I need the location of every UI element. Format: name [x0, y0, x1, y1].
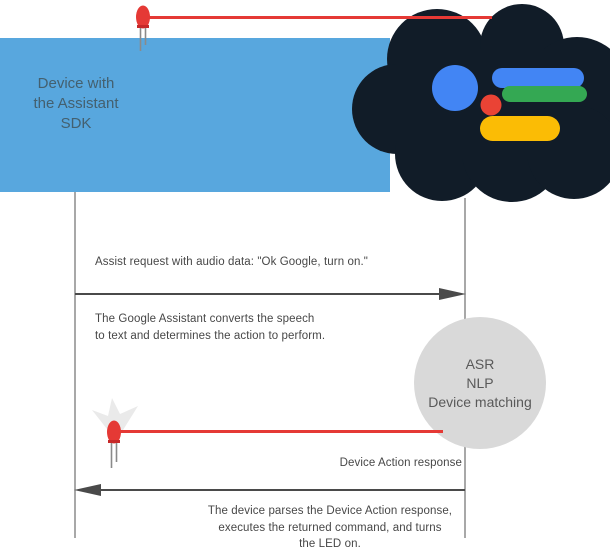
led-glow-icon	[92, 398, 138, 438]
response-arrowhead-icon	[74, 484, 101, 496]
led-wire-bottom	[118, 430, 443, 433]
processing-note: The Google Assistant converts the speech…	[95, 313, 326, 342]
caption: The device parses the Device Action resp…	[207, 505, 453, 550]
google-assistant-cloud-icon	[352, 4, 610, 202]
google-assistant-logo-icon	[432, 65, 587, 141]
device-box	[0, 38, 390, 192]
led-glowing-icon	[107, 420, 121, 468]
device-lifeline	[74, 192, 76, 538]
processing-circle: ASR NLP Device matching	[414, 317, 546, 449]
device-box-title: Device with the Assistant SDK	[33, 75, 119, 132]
led-icon	[136, 5, 150, 51]
request-arrowhead-icon	[439, 288, 466, 300]
response-arrow	[99, 489, 465, 491]
response-label: Device Action response	[339, 457, 462, 469]
request-arrow	[75, 293, 441, 295]
request-label: Assist request with audio data: "Ok Goog…	[95, 256, 368, 268]
led-wire-top	[148, 16, 492, 19]
